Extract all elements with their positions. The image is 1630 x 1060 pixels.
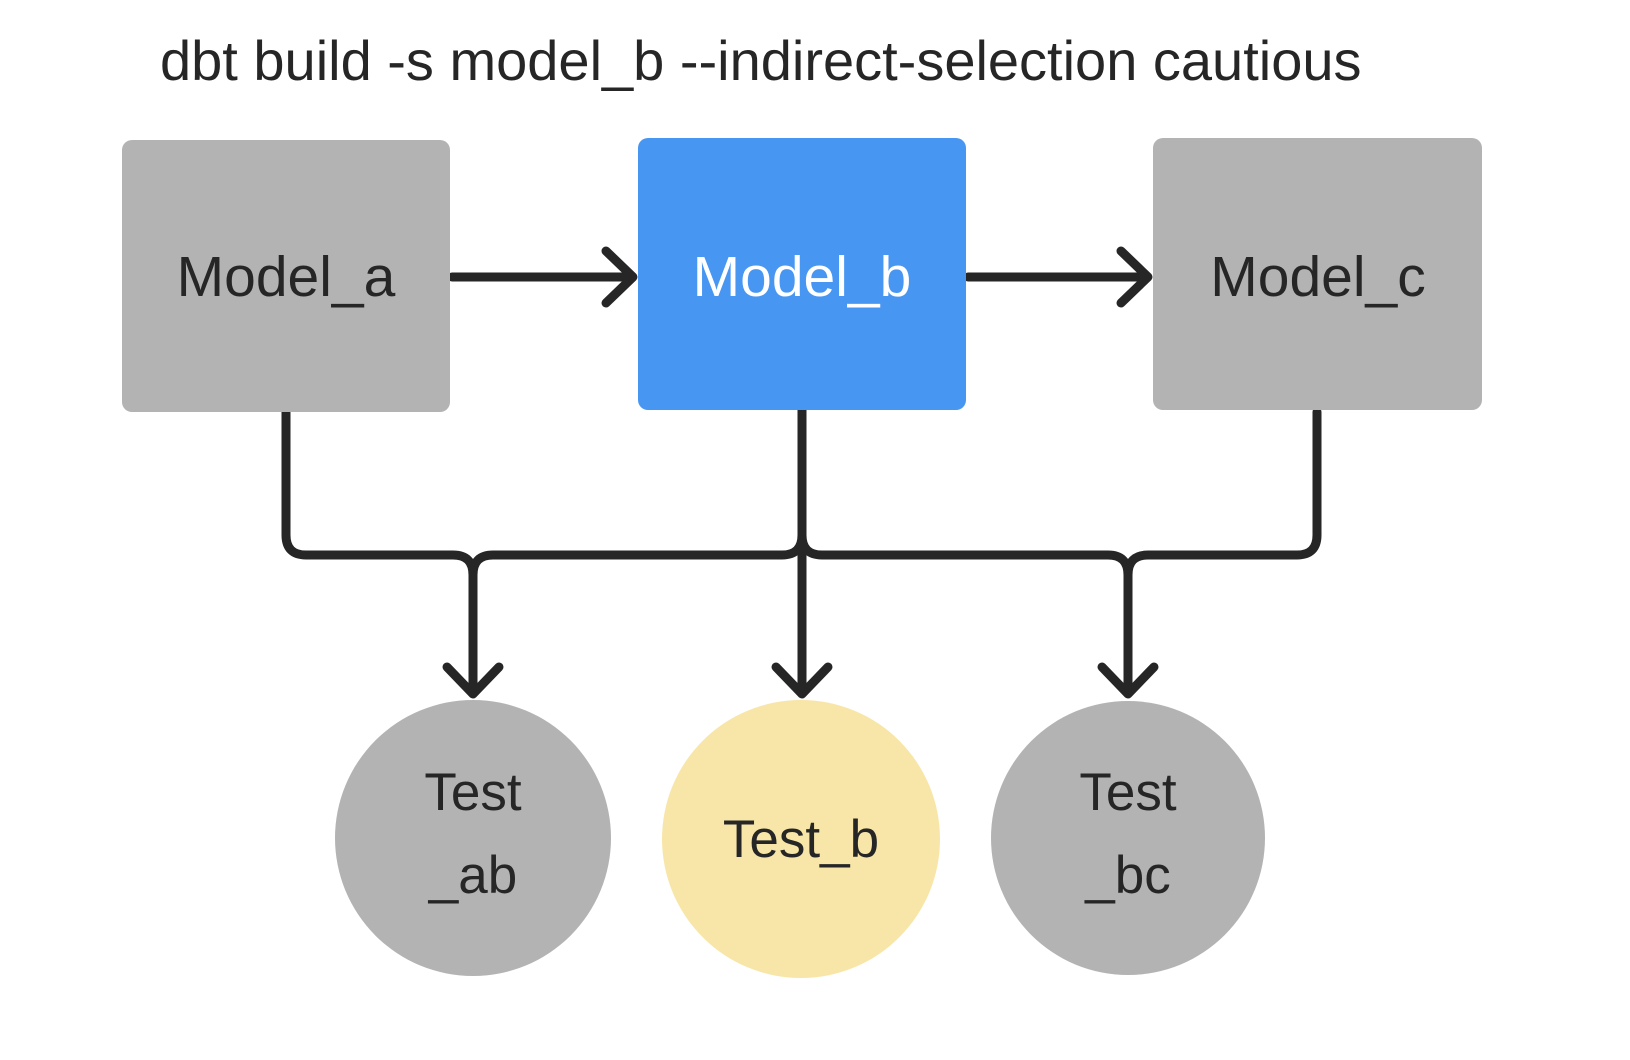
node-test-bc <box>991 701 1265 975</box>
node-model-a <box>122 140 450 412</box>
edge-layer <box>281 246 1322 699</box>
node-test-ab-label-line1: Test <box>424 763 521 822</box>
diagram-title: dbt build -s model_b --indirect-selectio… <box>160 29 1361 92</box>
node-test-bc-label-line1: Test <box>1079 763 1176 822</box>
node-test-b-label: Test_b <box>723 810 879 869</box>
node-test-ab <box>335 700 611 976</box>
node-model-b-label: Model_b <box>693 245 912 309</box>
arrowhead-test-bc <box>1097 662 1159 699</box>
node-model-a-label: Model_a <box>177 245 396 309</box>
arrowhead-test-ab <box>442 662 504 699</box>
node-test-b <box>662 700 940 978</box>
node-model-c <box>1153 138 1482 410</box>
edge-model-b-to-test-ab <box>468 530 807 580</box>
edge-model-a-to-test-ab <box>281 407 478 691</box>
node-model-c-label: Model_c <box>1210 245 1425 309</box>
arrowhead-model-b-to-model-c <box>1116 246 1153 308</box>
arrowhead-model-a-to-model-b <box>601 246 638 308</box>
node-test-ab-label-line2: _ab <box>428 846 517 905</box>
arrowhead-test-b <box>771 662 833 699</box>
edge-model-c-to-test-bc <box>1123 407 1322 691</box>
node-test-bc-label-line2: _bc <box>1084 846 1170 905</box>
edge-model-b-to-test-bc <box>797 530 1133 580</box>
node-model-b <box>638 138 966 410</box>
